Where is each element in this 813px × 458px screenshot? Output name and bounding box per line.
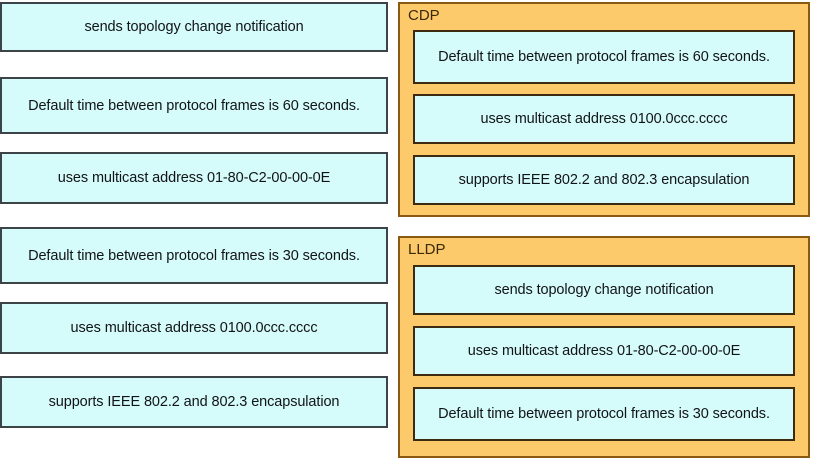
panel-title-lldp: LLDP bbox=[408, 241, 446, 258]
panel-title-cdp: CDP bbox=[408, 7, 440, 24]
drop-slot[interactable]: Default time between protocol frames is … bbox=[413, 30, 795, 84]
drop-slot[interactable]: supports IEEE 802.2 and 802.3 encapsulat… bbox=[413, 155, 795, 205]
draggable-option-label: Default time between protocol frames is … bbox=[28, 97, 360, 114]
drop-slot-label: Default time between protocol frames is … bbox=[438, 49, 770, 65]
draggable-option-label: Default time between protocol frames is … bbox=[28, 247, 360, 264]
drop-slot-label: supports IEEE 802.2 and 802.3 encapsulat… bbox=[458, 172, 750, 188]
draggable-option-label: supports IEEE 802.2 and 802.3 encapsulat… bbox=[48, 394, 340, 410]
draggable-option[interactable]: Default time between protocol frames is … bbox=[0, 77, 388, 134]
draggable-option[interactable]: uses multicast address 0100.0ccc.cccc bbox=[0, 302, 388, 354]
draggable-option[interactable]: sends topology change notification bbox=[0, 2, 388, 52]
unassigned-options-pool: sends topology change notification Defau… bbox=[0, 0, 392, 458]
draggable-option[interactable]: uses multicast address 01-80-C2-00-00-0E bbox=[0, 152, 388, 204]
drop-panel-lldp[interactable]: LLDP sends topology change notification … bbox=[398, 236, 810, 458]
drop-panel-cdp[interactable]: CDP Default time between protocol frames… bbox=[398, 2, 810, 217]
draggable-option-label: uses multicast address 01-80-C2-00-00-0E bbox=[57, 170, 331, 186]
drop-slot[interactable]: sends topology change notification bbox=[413, 265, 795, 315]
draggable-option-label: uses multicast address 0100.0ccc.cccc bbox=[70, 320, 318, 336]
draggable-option[interactable]: Default time between protocol frames is … bbox=[0, 227, 388, 284]
draggable-option-label: sends topology change notification bbox=[84, 19, 304, 35]
drop-slot-label: Default time between protocol frames is … bbox=[438, 406, 770, 422]
draggable-option[interactable]: supports IEEE 802.2 and 802.3 encapsulat… bbox=[0, 376, 388, 428]
drop-slot[interactable]: uses multicast address 01-80-C2-00-00-0E bbox=[413, 326, 795, 376]
drop-slot[interactable]: uses multicast address 0100.0ccc.cccc bbox=[413, 94, 795, 144]
drop-slot[interactable]: Default time between protocol frames is … bbox=[413, 387, 795, 441]
drop-slot-label: uses multicast address 01-80-C2-00-00-0E bbox=[467, 343, 741, 359]
drop-slot-label: uses multicast address 0100.0ccc.cccc bbox=[480, 111, 728, 127]
drop-slot-label: sends topology change notification bbox=[494, 282, 714, 298]
